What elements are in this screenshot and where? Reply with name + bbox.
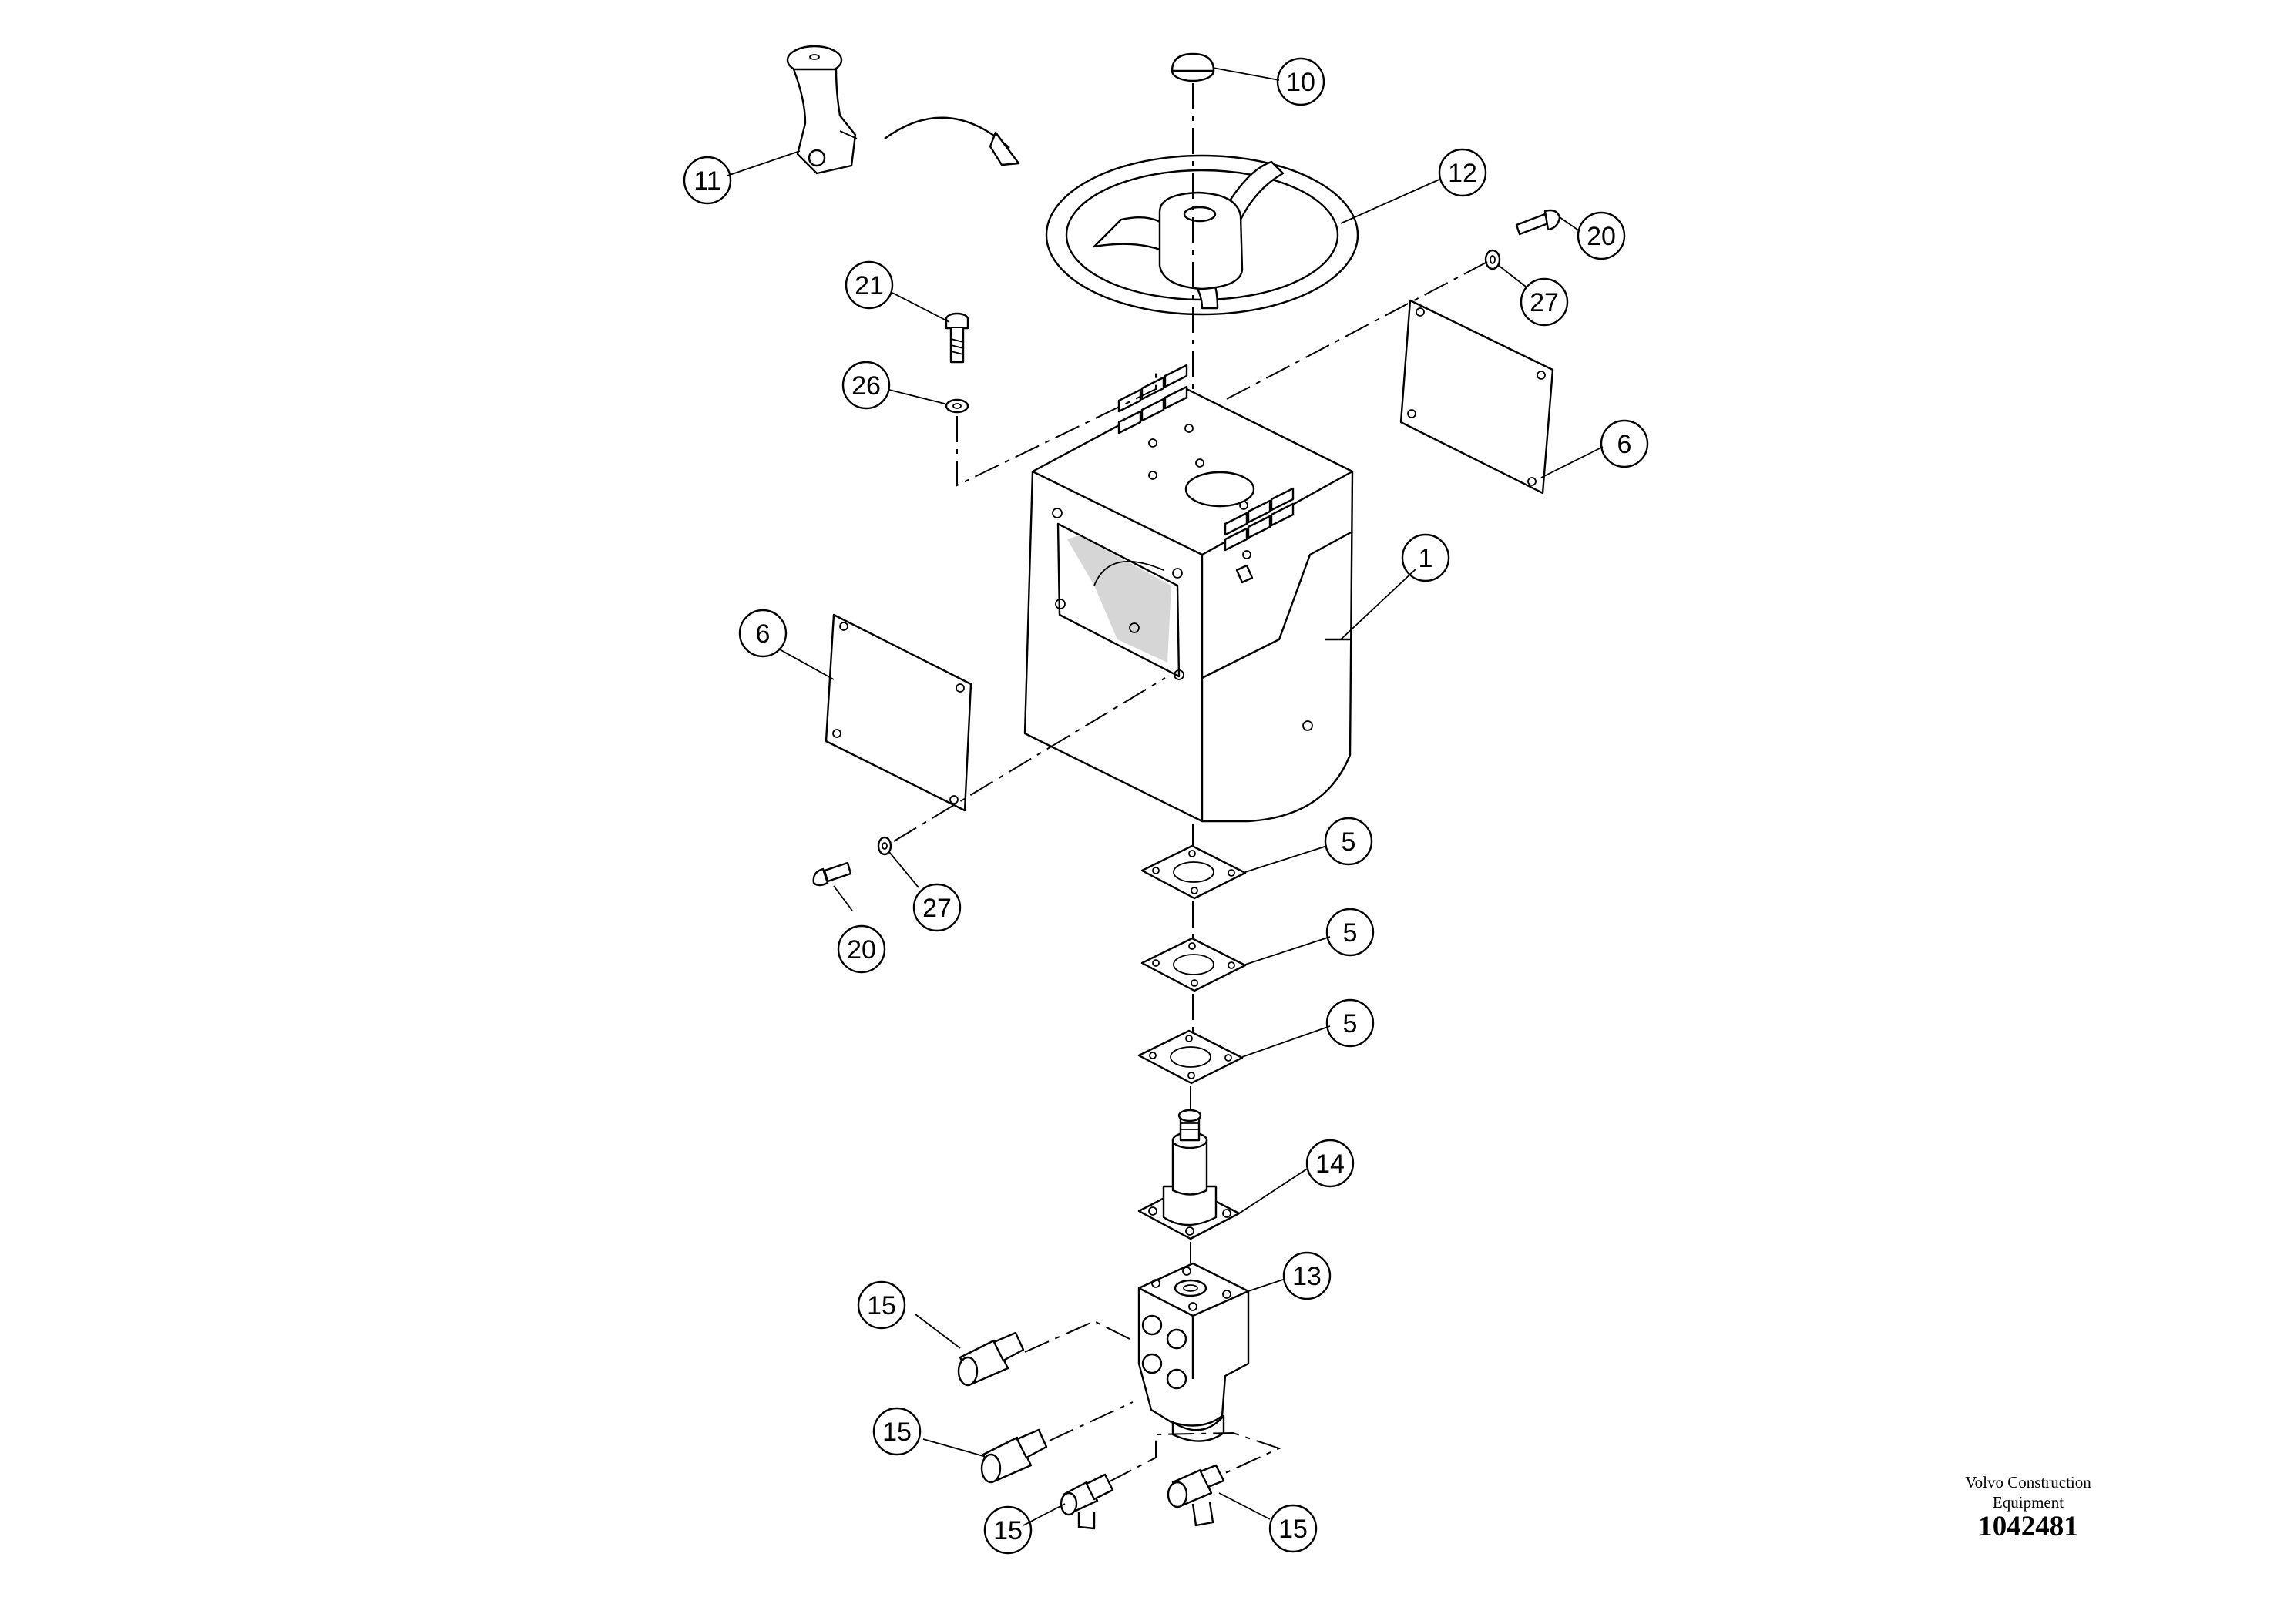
svg-text:10: 10 <box>1286 68 1315 97</box>
svg-text:6: 6 <box>756 619 771 649</box>
part-11-steering-knob <box>786 45 858 175</box>
callout-15-upper-left: 15 <box>857 1280 906 1330</box>
part-21-bolt <box>945 312 969 364</box>
transfer-arrow <box>884 116 1020 166</box>
part-5-gasket-2 <box>1140 937 1247 992</box>
svg-text:15: 15 <box>867 1291 896 1320</box>
brand-name-line-2: Equipment <box>1992 1493 2064 1512</box>
callout-13: 13 <box>1282 1251 1332 1300</box>
callout-21: 21 <box>845 260 894 310</box>
svg-text:20: 20 <box>847 935 876 965</box>
assembly-centerlines <box>893 83 1488 1483</box>
part-27-washer-lower <box>877 836 892 856</box>
part-13-steering-unit <box>1137 1262 1250 1442</box>
svg-text:27: 27 <box>922 894 952 923</box>
callout-6-left: 6 <box>738 609 788 658</box>
part-5-gasket-3 <box>1137 1029 1244 1085</box>
callout-14: 14 <box>1305 1139 1355 1188</box>
part-15-fitting-3 <box>1060 1473 1114 1530</box>
part-20-bolt-lower <box>812 861 852 887</box>
svg-text:11: 11 <box>694 166 720 196</box>
callout-12: 12 <box>1438 148 1487 197</box>
svg-text:5: 5 <box>1342 827 1356 857</box>
part-27-washer-upper <box>1484 249 1501 270</box>
part-26-washer <box>945 398 969 414</box>
svg-text:20: 20 <box>1587 222 1616 251</box>
callout-6-right: 6 <box>1600 419 1649 468</box>
callout-15-bottom-right: 15 <box>1268 1504 1318 1553</box>
svg-text:15: 15 <box>1278 1515 1308 1544</box>
part-10-cap <box>1171 52 1215 82</box>
callout-20-upper: 20 <box>1577 211 1626 260</box>
callout-5-top: 5 <box>1324 817 1373 866</box>
callout-5-middle: 5 <box>1325 908 1375 957</box>
svg-text:5: 5 <box>1343 1009 1358 1038</box>
svg-text:13: 13 <box>1292 1262 1322 1291</box>
part-15-fitting-2 <box>980 1428 1048 1484</box>
callout-1: 1 <box>1401 533 1450 582</box>
svg-text:21: 21 <box>855 271 884 300</box>
svg-text:14: 14 <box>1315 1149 1345 1179</box>
svg-text:12: 12 <box>1448 159 1477 188</box>
part-20-bolt-upper <box>1515 209 1561 236</box>
svg-text:6: 6 <box>1617 430 1632 459</box>
svg-text:15: 15 <box>882 1418 912 1447</box>
part-5-gasket-1 <box>1140 844 1247 900</box>
callout-15-lower-left: 15 <box>872 1407 922 1456</box>
part-6-cover-plate-left <box>825 613 972 812</box>
svg-text:1: 1 <box>1419 544 1433 573</box>
callout-5-bottom: 5 <box>1325 998 1375 1048</box>
callout-15-bottom-center: 15 <box>983 1505 1033 1555</box>
svg-text:26: 26 <box>851 371 881 401</box>
brand-name-line-1: Volvo Construction <box>1965 1473 2091 1491</box>
callout-26: 26 <box>841 361 891 410</box>
callout-11: 11 <box>683 156 732 205</box>
part-1-console-housing <box>1023 364 1354 823</box>
part-6-cover-plate-right <box>1399 299 1554 495</box>
callout-27-lower: 27 <box>912 883 962 932</box>
part-12-steering-wheel <box>1045 154 1359 316</box>
svg-text:5: 5 <box>1343 918 1358 948</box>
part-14-column-adapter <box>1137 1109 1241 1240</box>
drawing-number: 1042481 <box>1978 1511 2078 1542</box>
callout-10: 10 <box>1276 57 1325 106</box>
callout-20-lower: 20 <box>837 924 886 974</box>
svg-text:27: 27 <box>1530 288 1559 317</box>
svg-text:15: 15 <box>993 1516 1023 1545</box>
callout-leaders <box>727 67 1604 1526</box>
part-15-fitting-1 <box>957 1331 1025 1387</box>
callout-27-upper: 27 <box>1520 277 1569 327</box>
part-15-fitting-4 <box>1167 1464 1225 1527</box>
